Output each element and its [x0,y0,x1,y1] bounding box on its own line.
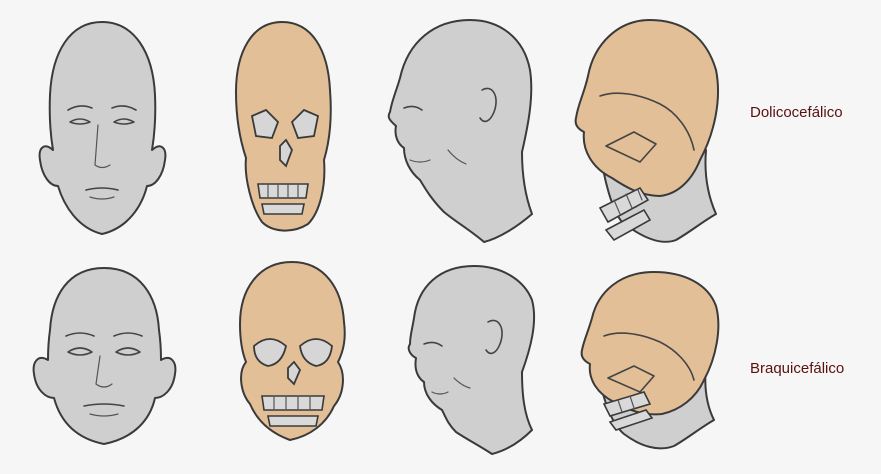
dolico-frontal-skull [236,22,331,231]
row-dolicocefalico [40,20,718,242]
braqui-frontal-face [34,268,176,444]
row-label-dolicocefalico: Dolicocefálico [750,104,843,121]
braqui-frontal-skull [240,262,345,440]
dolico-lateral-skull [576,20,718,242]
dolico-lateral-face [389,20,532,242]
row-label-braquicefalico: Braquicefálico [750,360,844,377]
row-braquicefalico [34,262,719,454]
braqui-lateral-face [409,266,534,454]
dolico-frontal-face [40,22,166,234]
braqui-lateral-skull [582,272,719,448]
